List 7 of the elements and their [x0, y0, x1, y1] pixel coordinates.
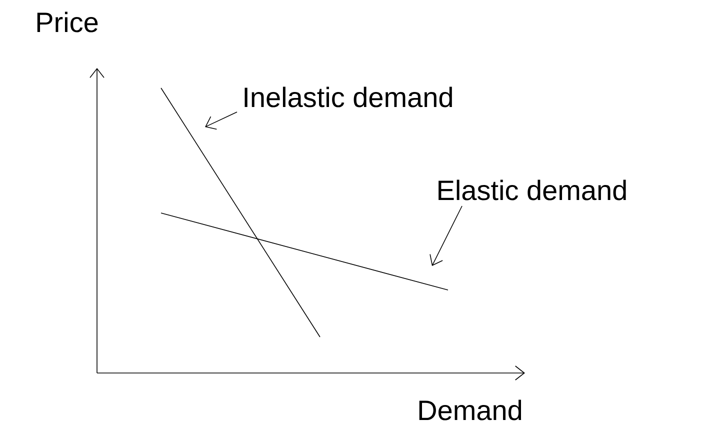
- curve-label: Inelastic demand: [244, 86, 452, 108]
- leader-arrow: [205, 112, 238, 130]
- demand-curve: [160, 212, 448, 290]
- leader-arrow: [430, 206, 462, 266]
- axis-label: Demand: [419, 400, 522, 420]
- curve-label: Elastic demand: [438, 180, 626, 200]
- axis-label: Price: [37, 12, 98, 32]
